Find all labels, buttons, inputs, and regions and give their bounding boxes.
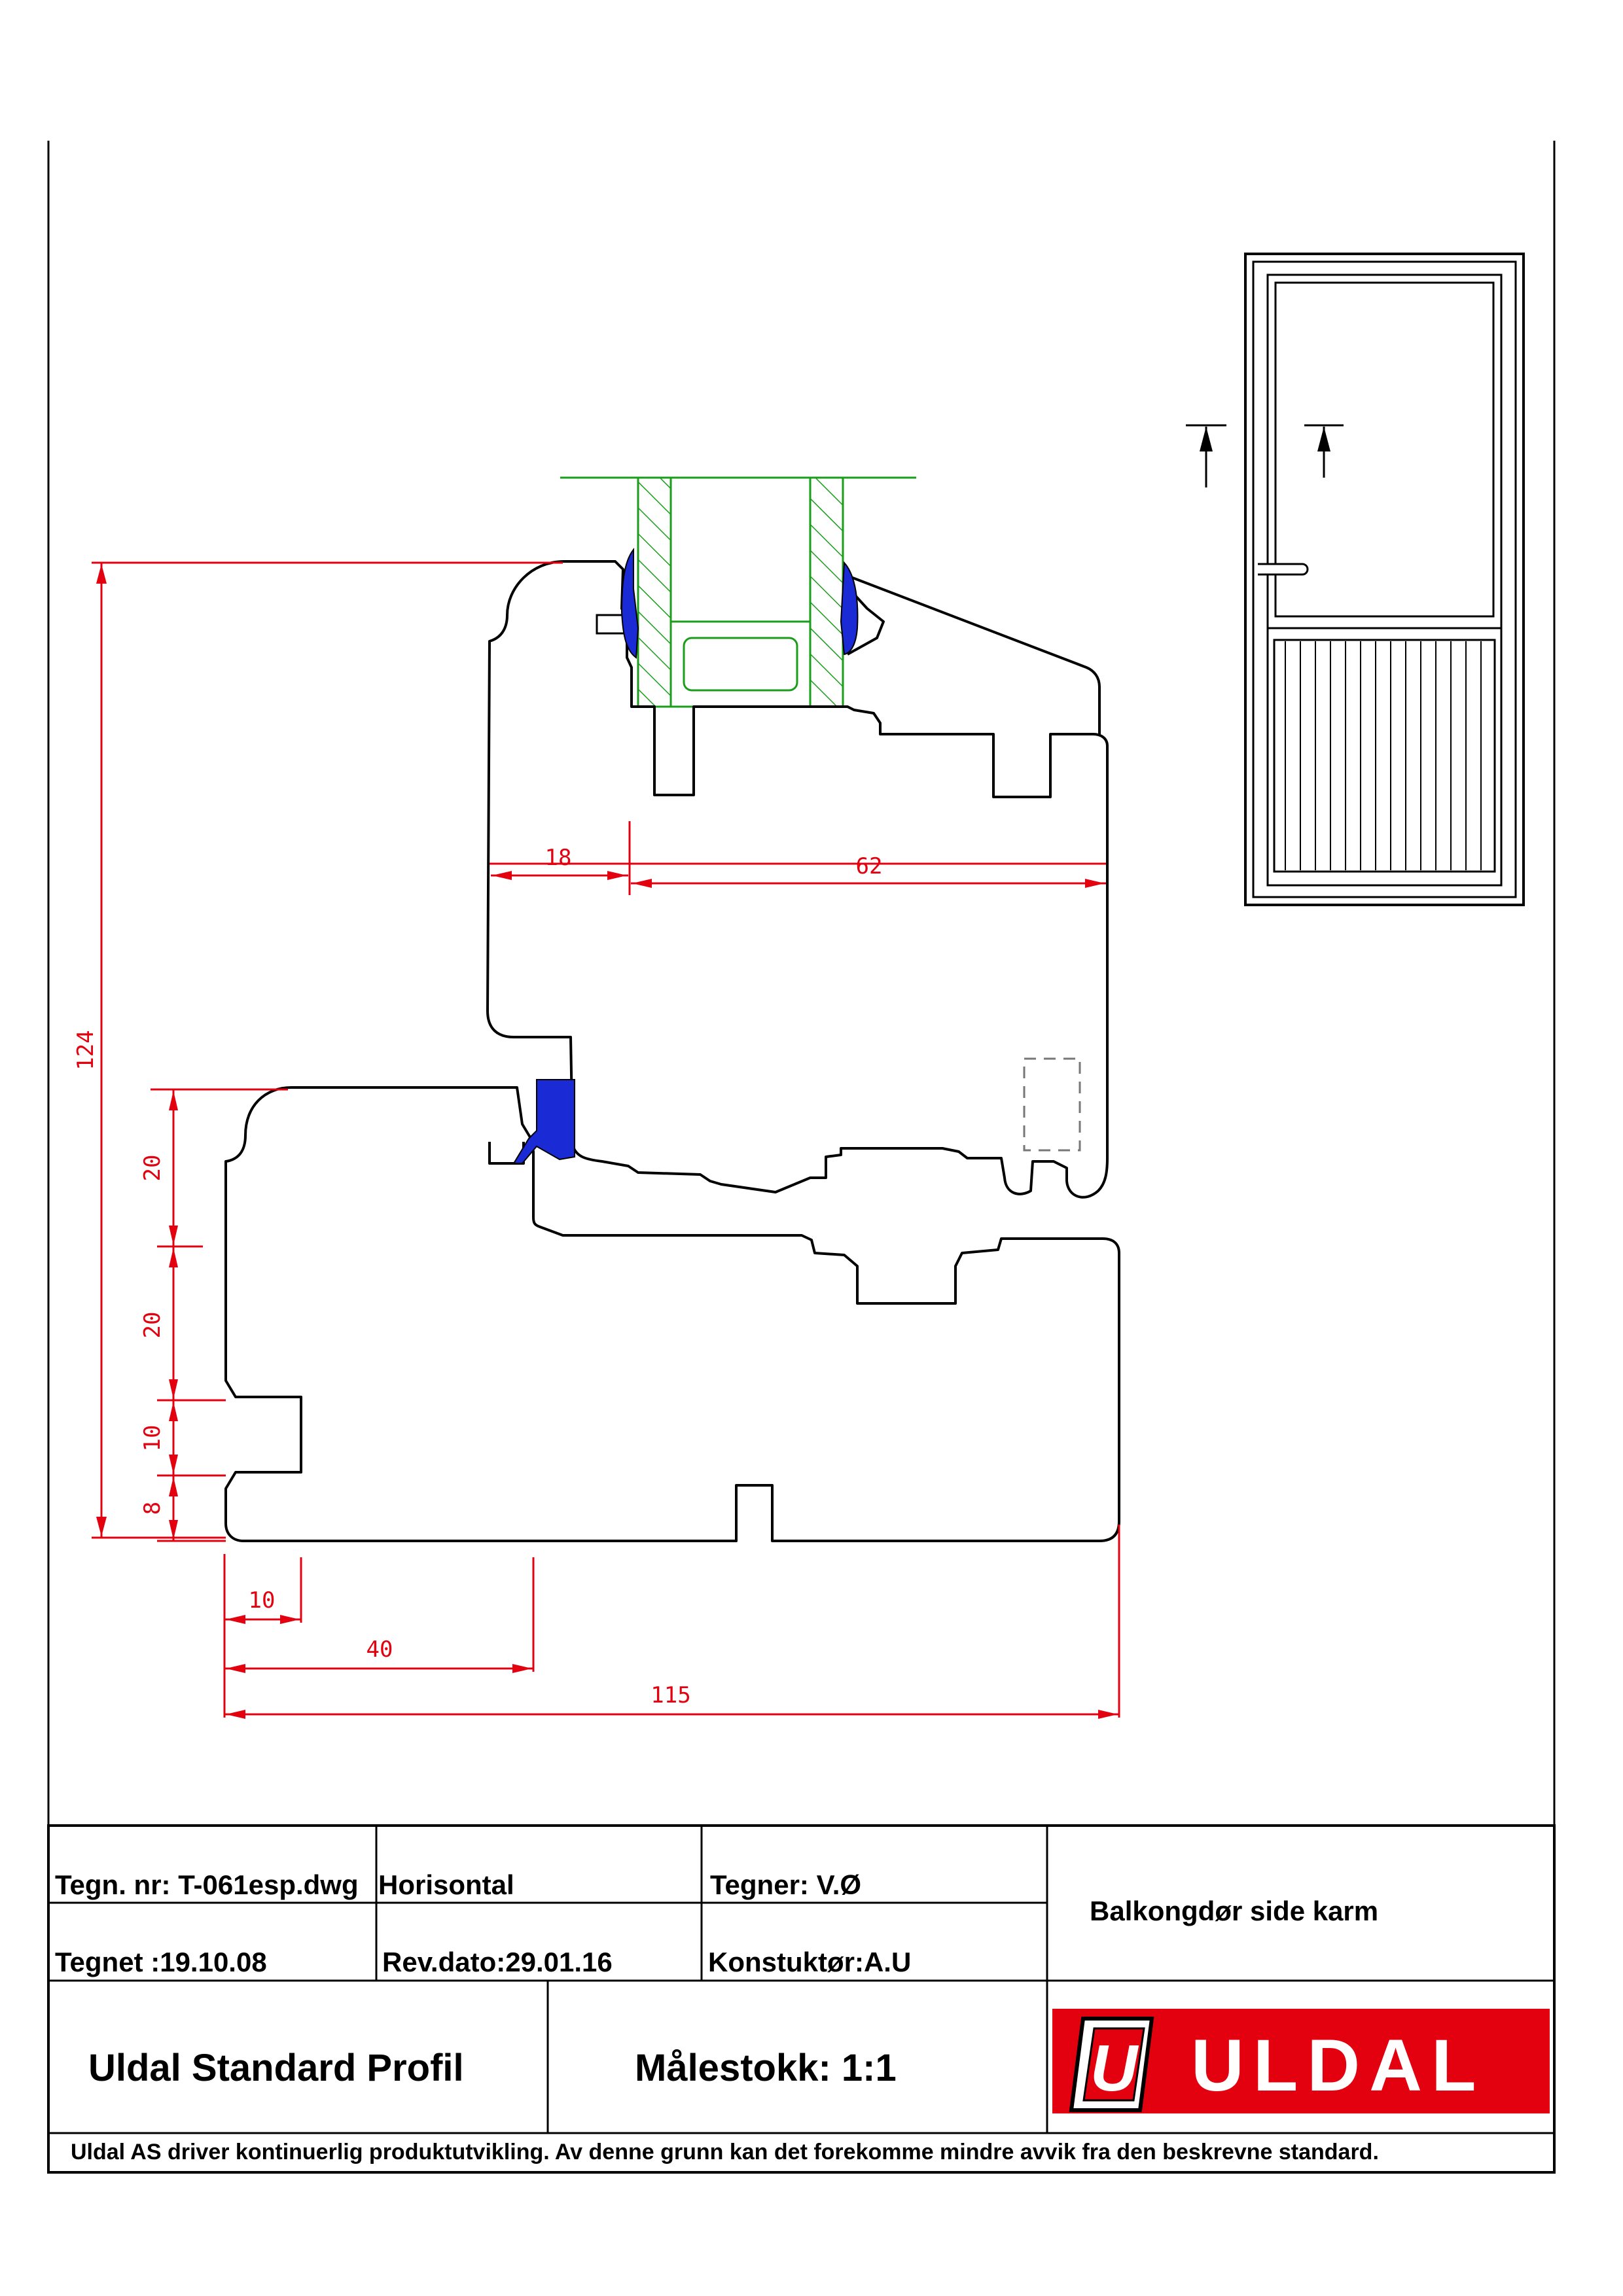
dim-115: 115 (651, 1682, 690, 1708)
product-name: Balkongdør side karm (1090, 1896, 1378, 1926)
logo-wordmark: ULDAL (1191, 2024, 1485, 2106)
scale: Målestokk: 1:1 (635, 2047, 897, 2089)
door-icon (1186, 253, 1525, 906)
dim-20-lower: 20 (139, 1312, 166, 1339)
disclaimer: Uldal AS driver kontinuerlig produktutvi… (71, 2140, 1379, 2164)
drawn-by: Tegner: V.Ø (710, 1869, 861, 1900)
glass-unit (560, 476, 916, 708)
logo-u-mark: U (1090, 2032, 1139, 2105)
dim-18: 18 (545, 845, 572, 871)
uldal-logo: U ULDAL (1052, 2009, 1550, 2113)
dimension-lines (92, 561, 1120, 1719)
constructor: Konstuktør:A.U (708, 1947, 911, 1977)
dimension-labels: 124 18 62 20 20 10 8 10 40 115 (73, 845, 882, 1708)
dim-20-upper: 20 (139, 1155, 166, 1182)
door-handle-icon (1258, 563, 1309, 576)
dim-8: 8 (139, 1502, 166, 1515)
section-arrow-icon (1186, 424, 1344, 487)
dim-40: 40 (366, 1636, 393, 1663)
drawn-date: Tegnet :19.10.08 (55, 1947, 267, 1977)
door-panel-slats (1285, 641, 1482, 870)
dim-10-vertical: 10 (139, 1425, 166, 1452)
dim-10-horizontal: 10 (249, 1587, 276, 1614)
dim-62: 62 (856, 853, 883, 879)
drawing-orientation: Horisontal (378, 1869, 514, 1900)
revision-date: Rev.dato:29.01.16 (382, 1947, 613, 1977)
title-block: Tegn. nr: T-061esp.dwg Horisontal Tegner… (47, 1824, 1556, 2174)
profile-name: Uldal Standard Profil (88, 2047, 464, 2089)
dim-124: 124 (73, 1030, 99, 1070)
frame-profile (224, 1086, 1120, 1542)
gaskets (512, 548, 859, 1164)
drawing-number: Tegn. nr: T-061esp.dwg (55, 1869, 359, 1900)
